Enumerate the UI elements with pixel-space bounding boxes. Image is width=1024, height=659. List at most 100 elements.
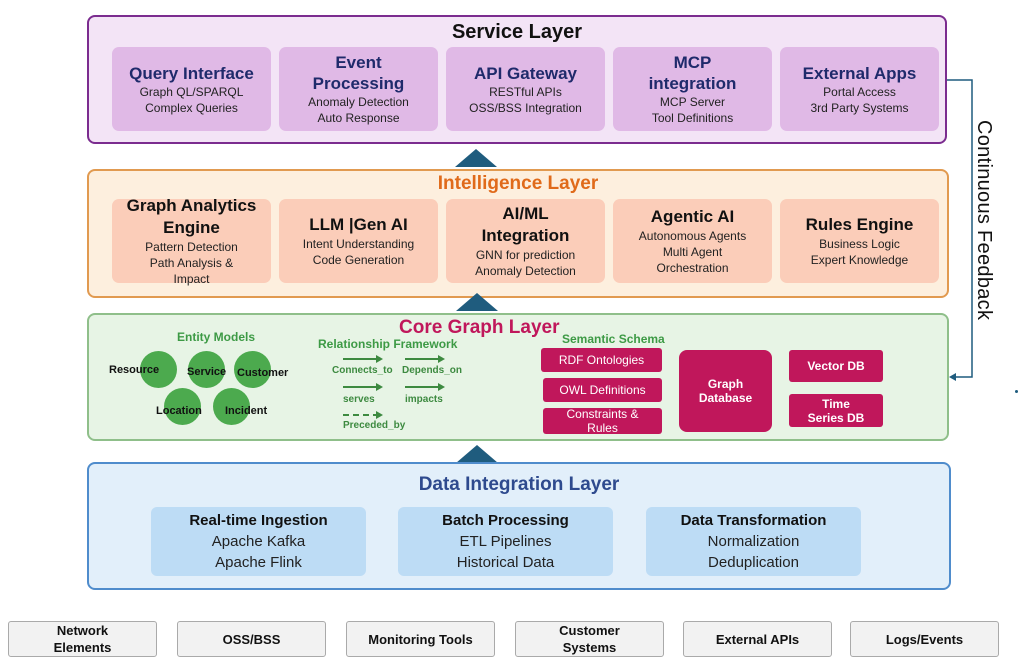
relation-label: Connects_to xyxy=(332,365,393,376)
continuous-feedback-label: Continuous Feedback xyxy=(973,120,995,321)
entity-models-title: Entity Models xyxy=(177,330,256,344)
box-line: Anomaly Detection xyxy=(475,264,576,278)
box-line: Complex Queries xyxy=(145,100,238,115)
entity-label: Resource xyxy=(109,364,160,376)
box-line: GNN for prediction xyxy=(475,248,576,262)
box-title: Rules Engine xyxy=(805,215,914,234)
box-line: Code Generation xyxy=(312,253,405,267)
box-line: OSS/BSS Integration xyxy=(469,100,582,115)
graph-database-box[interactable]: Graph Database xyxy=(679,350,772,432)
box-line: Portal Access xyxy=(823,84,896,99)
llm-gen-ai-box[interactable]: LLM |Gen AI Intent Understanding Code Ge… xyxy=(279,199,438,283)
source-logs-events[interactable]: Logs/Events xyxy=(850,621,999,657)
box-line: Autonomous Agents xyxy=(638,229,747,243)
box-title: LLM |Gen AI xyxy=(309,215,408,234)
data-integration-layer: Data Integration Layer Real-time Ingesti… xyxy=(87,462,951,590)
graph-analytics-engine-box[interactable]: Graph Analytics Engine Pattern Detection… xyxy=(112,196,271,286)
entity-label: Location xyxy=(156,405,202,417)
agentic-ai-box[interactable]: Agentic AI Autonomous Agents Multi Agent… xyxy=(613,199,772,283)
box-title: External Apps xyxy=(802,63,917,83)
box-line: MCP Server xyxy=(659,95,726,109)
box-line: ETL Pipelines xyxy=(459,532,552,550)
dashed-arrow-icon xyxy=(343,411,383,419)
box-title: API Gateway xyxy=(474,63,577,83)
box-title: MCP integration xyxy=(648,53,737,93)
box-line: Deduplication xyxy=(708,553,799,571)
relation-label: Depends_on xyxy=(402,365,463,376)
box-line: Intent Understanding xyxy=(302,237,415,251)
box-line: Pattern Detection xyxy=(145,240,238,254)
box-title: Data Transformation xyxy=(680,511,827,529)
relation-label: impacts xyxy=(405,394,443,405)
box-line: Normalization xyxy=(707,532,800,550)
box-line: Auto Response xyxy=(317,111,400,125)
up-arrow-icon xyxy=(455,149,497,167)
time-series-db-box[interactable]: Time Series DB xyxy=(789,394,883,427)
entity-label: Customer xyxy=(237,367,289,379)
source-monitoring-tools[interactable]: Monitoring Tools xyxy=(346,621,495,657)
data-integration-layer-title: Data Integration Layer xyxy=(418,474,620,495)
vector-db-box[interactable]: Vector DB xyxy=(789,350,883,382)
box-line: Historical Data xyxy=(456,553,555,571)
solid-arrow-icon xyxy=(405,383,445,391)
box-title: Query Interface xyxy=(129,63,254,83)
box-line: Orchestration xyxy=(656,261,729,275)
source-external-apis[interactable]: External APIs xyxy=(683,621,832,657)
source-oss-bss[interactable]: OSS/BSS xyxy=(177,621,326,657)
api-gateway-box[interactable]: API Gateway RESTful APIs OSS/BSS Integra… xyxy=(446,47,605,131)
query-interface-box[interactable]: Query Interface Graph QL/SPARQL Complex … xyxy=(112,47,271,131)
intelligence-layer: Intelligence Layer Graph Analytics Engin… xyxy=(87,169,949,298)
box-title: Real-time Ingestion xyxy=(189,511,328,529)
core-graph-layer: Core Graph Layer Entity Models Resource … xyxy=(87,313,949,441)
entity-node xyxy=(164,388,201,425)
entity-label: Incident xyxy=(225,405,268,417)
mcp-integration-box[interactable]: MCP integration MCP Server Tool Definiti… xyxy=(613,47,772,131)
entity-node xyxy=(234,351,271,388)
up-arrow-icon xyxy=(456,445,498,463)
external-apps-box[interactable]: External Apps Portal Access 3rd Party Sy… xyxy=(780,47,939,131)
box-line: Graph QL/SPARQL xyxy=(139,84,244,99)
box-title: Event Processing xyxy=(312,53,405,93)
box-line: Apache Kafka xyxy=(211,532,306,550)
relationship-framework-title: Relationship Framework xyxy=(318,337,458,351)
source-network-elements[interactable]: Network Elements xyxy=(8,621,157,657)
ai-ml-integration-box[interactable]: AI/ML Integration GNN for prediction Ano… xyxy=(446,199,605,283)
box-line: Multi Agent xyxy=(662,245,723,259)
semantic-schema-title: Semantic Schema xyxy=(562,332,665,346)
solid-arrow-icon xyxy=(343,383,383,391)
relation-label: Preceded_by xyxy=(343,420,406,431)
intelligence-layer-title: Intelligence Layer xyxy=(437,173,599,194)
service-layer: Service Layer Query Interface Graph QL/S… xyxy=(87,15,947,144)
entity-label: Service xyxy=(187,366,227,378)
solid-arrow-icon xyxy=(343,355,383,363)
box-line: Business Logic xyxy=(819,237,900,251)
rdf-ontologies-box[interactable]: RDF Ontologies xyxy=(541,348,662,372)
box-line: RESTful APIs xyxy=(489,84,562,99)
box-line: Expert Knowledge xyxy=(810,253,909,267)
realtime-ingestion-box[interactable]: Real-time Ingestion Apache Kafka Apache … xyxy=(151,507,366,576)
constraints-rules-box[interactable]: Constraints & Rules xyxy=(543,407,662,435)
event-processing-box[interactable]: Event Processing Anomaly Detection Auto … xyxy=(279,47,438,131)
rules-engine-box[interactable]: Rules Engine Business Logic Expert Knowl… xyxy=(780,199,939,283)
box-line: Path Analysis & Impact xyxy=(149,256,234,286)
box-line: Tool Definitions xyxy=(651,111,734,125)
data-transformation-box[interactable]: Data Transformation Normalization Dedupl… xyxy=(646,507,861,576)
box-title: Graph Analytics Engine xyxy=(126,196,257,237)
box-title: Agentic AI xyxy=(650,207,735,226)
owl-definitions-box[interactable]: OWL Definitions xyxy=(543,378,662,402)
box-title: Batch Processing xyxy=(442,511,569,529)
source-customer-systems[interactable]: Customer Systems xyxy=(515,621,664,657)
box-line: Apache Flink xyxy=(215,553,302,571)
box-line: Anomaly Detection xyxy=(308,95,409,109)
entity-node xyxy=(213,388,250,425)
entity-node xyxy=(140,351,177,388)
box-line: 3rd Party Systems xyxy=(810,100,909,115)
relation-label: serves xyxy=(343,394,375,405)
feedback-loop-connector xyxy=(947,79,973,381)
core-graph-layer-title: Core Graph Layer xyxy=(399,317,560,338)
solid-arrow-icon xyxy=(405,355,445,363)
batch-processing-box[interactable]: Batch Processing ETL Pipelines Historica… xyxy=(398,507,613,576)
dot-mark xyxy=(1015,390,1018,393)
up-arrow-icon xyxy=(456,293,498,311)
service-layer-title: Service Layer xyxy=(451,21,583,43)
